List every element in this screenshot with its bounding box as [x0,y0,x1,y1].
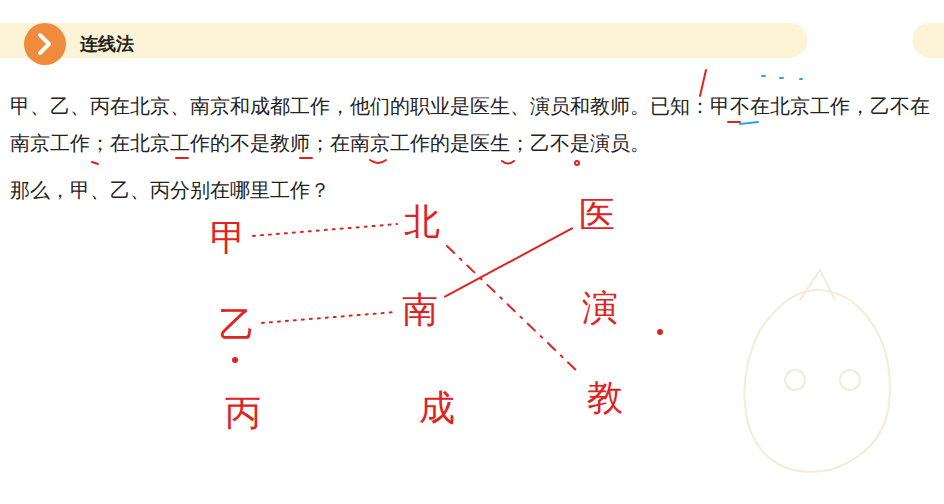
handwritten-word: 甲 [206,216,250,260]
handwritten-char: 教 [587,378,623,418]
problem-text: 那么，甲、乙、丙分别在哪里工作？ [10,172,940,209]
handwritten-word: 医 [575,193,619,237]
handwritten-char: 演 [582,288,618,328]
match-line [253,224,397,236]
match-line [447,246,580,374]
match-line [262,312,395,323]
handwritten-word: 演 [578,286,622,330]
handwritten-word: 南 [398,288,442,332]
handwritten-word: 成 [415,386,459,430]
handwritten-char: 南 [402,290,438,330]
handwritten-word: 丙 [221,391,265,435]
handwritten-char: 成 [419,388,455,428]
header-band [0,23,808,58]
slide-title: 连线法 [80,32,134,56]
handwritten-char: 北 [404,202,440,242]
header-band [913,23,944,58]
watermark-mascot [744,270,890,472]
header-icon [24,23,66,65]
problem-text: 甲、乙、丙在北京、南京和成都工作，他们的职业是医生、演员和教师。已知：甲不在北京… [10,88,940,162]
handwritten-word: 教 [583,376,627,420]
handwritten-char: 医 [579,195,615,235]
chevron-icon [40,35,49,53]
match-line [445,228,572,296]
handwritten-char: 甲 [210,218,246,258]
handwritten-char: 丙 [225,393,261,433]
handwritten-word: 北 [400,200,444,244]
handwritten-word: 乙 [215,303,259,347]
handwritten-char: 乙 [219,305,255,345]
